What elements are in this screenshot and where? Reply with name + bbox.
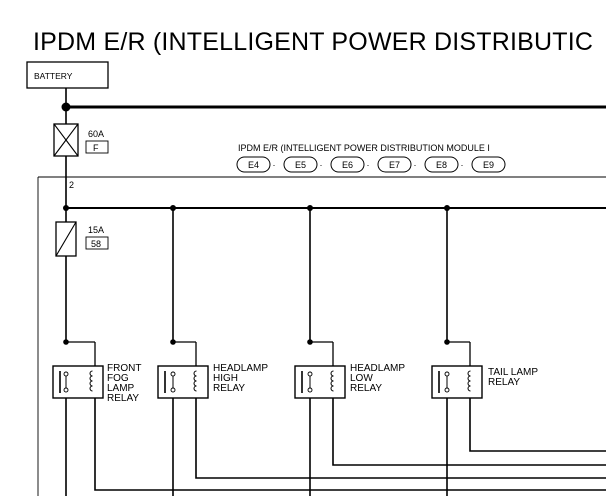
relay-headlamp-low-label-line2: LOW [350,373,373,384]
fuse-15a-id: 58 [91,239,101,249]
diagram-title: IPDM E/R (INTELLIGENT POWER DISTRIBUTIC [33,28,593,56]
connector-e6-label: E6 [342,160,353,170]
battery-label: BATTERY [34,71,73,81]
connector-separator: · [320,160,323,170]
connector-e9 [471,156,506,173]
relay-front-fog-label-line3: LAMP [107,383,135,394]
connector-e4-label: E4 [248,160,259,170]
connector-e5-label: E5 [295,160,306,170]
high-relay-coil-output [195,398,606,479]
connector-list: E4 · E5 · E6 · E7 · E8 · E9 [236,156,506,173]
connector-separator: · [461,160,464,170]
connector-e8-label: E8 [436,160,447,170]
battery-box: BATTERY [26,61,109,89]
fuse-60a-rating: 60A [88,129,104,139]
relay-headlamp-high-label-line2: HIGH [213,373,238,384]
relay-tail-lamp-label-line1: TAIL LAMP [488,367,538,378]
fog-relay-coil-output [94,398,606,491]
fuse-15a-rating: 15A [88,225,104,235]
wire-number: 2 [69,180,74,190]
fuse-15a-id-box [85,236,109,250]
relay-headlamp-low-label-line1: HEADLAMP [350,363,405,374]
relay-front-fog-label-line2: FOG [107,373,129,384]
relay-tail-lamp: TAIL LAMP RELAY [431,339,538,399]
connector-e7 [377,156,412,173]
relay-front-fog-lamp: FRONT FOG LAMP RELAY [52,339,141,404]
module-label: IPDM E/R (INTELLIGENT POWER DISTRIBUTION… [238,143,490,153]
relay-headlamp-high-label-line1: HEADLAMP [213,363,268,374]
connector-e8 [424,156,459,173]
connector-e4 [236,156,271,173]
low-relay-coil-output [332,398,606,466]
connector-separator: · [414,160,417,170]
fuse-60a-id: F [93,143,99,153]
tail-relay-coil-output [469,398,606,452]
fuse-15a [55,221,77,257]
relay-headlamp-high-label-line3: RELAY [213,383,245,394]
relay-front-fog-label-line4: RELAY [107,393,139,404]
connector-e7-label: E7 [389,160,400,170]
fuse-60a-id-box [85,140,109,154]
connector-e5 [283,156,318,173]
relay-headlamp-low-label-line3: RELAY [350,383,382,394]
fusible-link-60a [53,123,79,157]
connector-separator: · [273,160,276,170]
relay-headlamp-low: HEADLAMP LOW RELAY [294,339,405,399]
connector-e6 [330,156,365,173]
relay-tail-lamp-label-line2: RELAY [488,377,520,388]
relay-front-fog-label-line1: FRONT [107,363,141,374]
connector-e9-label: E9 [483,160,494,170]
connector-separator: · [367,160,370,170]
relay-headlamp-high: HEADLAMP HIGH RELAY [157,339,268,399]
